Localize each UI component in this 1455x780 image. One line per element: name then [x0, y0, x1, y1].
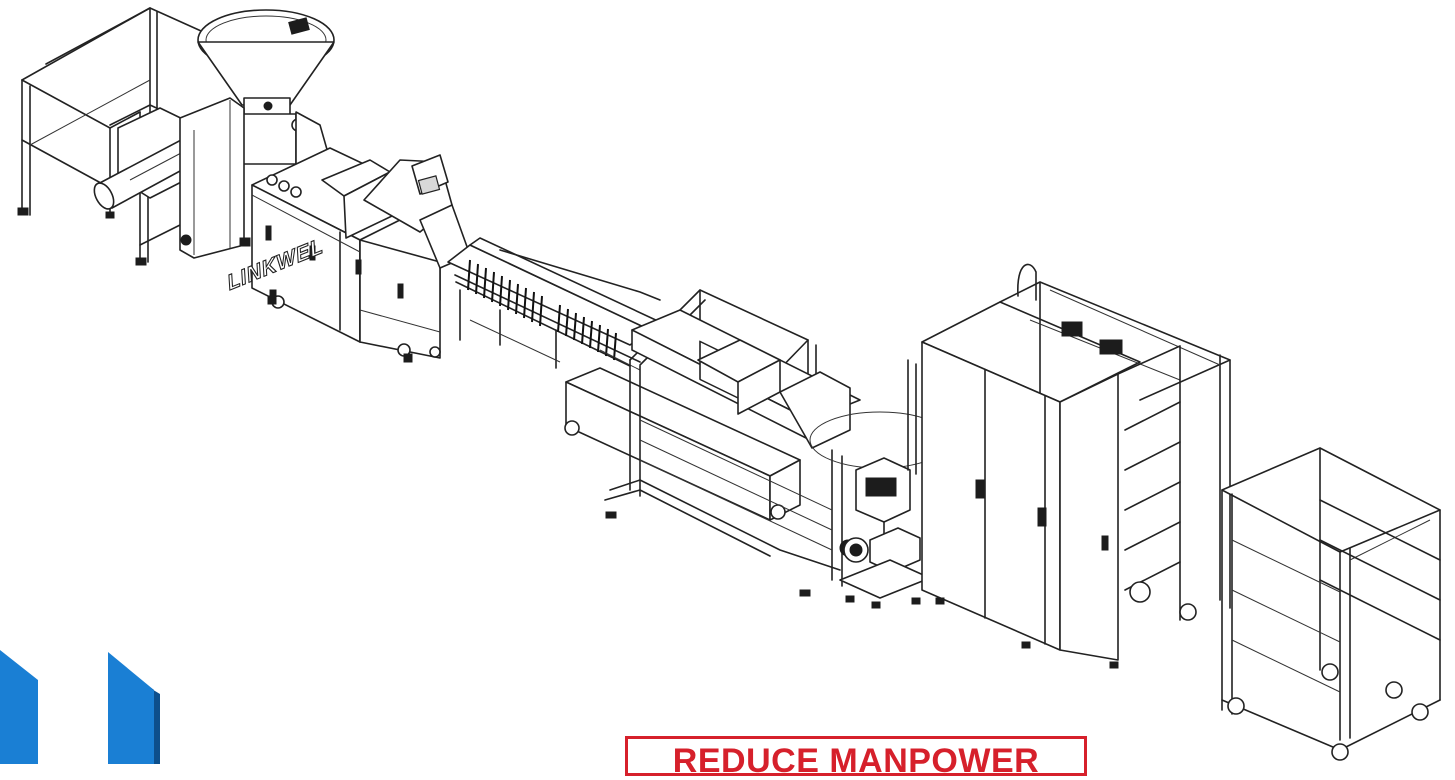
brand-bar-left	[0, 650, 38, 764]
floor-marks	[239, 237, 413, 363]
illustration-stage: LINKWEL	[0, 7, 1441, 779]
brand-bars	[0, 650, 160, 764]
brand-bar-right	[108, 652, 154, 764]
reduce-manpower-banner: REDUCE MANPOWER	[625, 736, 1087, 780]
vacuum-filler	[179, 9, 335, 259]
control-panel	[321, 154, 471, 269]
banner-text: REDUCE MANPOWER	[672, 742, 1040, 780]
twisting-stand	[604, 289, 861, 597]
production-line-drawing: LINKWEL	[17, 7, 1441, 761]
smoke-trolley	[1221, 447, 1441, 761]
spring-coils	[467, 259, 617, 361]
hanging-frame	[921, 263, 1231, 669]
linker-cabinet: LINKWEL	[225, 147, 441, 359]
rotary-hanger	[809, 359, 951, 609]
